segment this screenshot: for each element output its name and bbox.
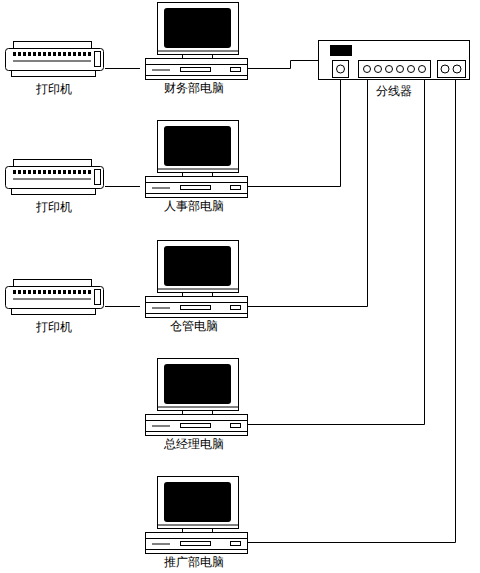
printer-icon [6, 280, 104, 315]
computer-node: 推广部电脑 [140, 474, 248, 570]
cable-line [105, 306, 140, 307]
node-label: 财务部电脑 [140, 81, 248, 95]
node-label: 打印机 [3, 82, 105, 96]
computer-icon [146, 477, 248, 554]
printer-node: 打印机 [3, 158, 105, 214]
cable-line [248, 80, 368, 307]
printer-node: 打印机 [3, 40, 105, 96]
node-label: 打印机 [3, 200, 105, 214]
printer-icon [6, 160, 104, 195]
computer-icon [146, 241, 248, 318]
printer-icon [6, 42, 104, 77]
node-label: 推广部电脑 [140, 555, 248, 569]
computer-node: 人事部电脑 [140, 118, 248, 214]
hub-node: 分线器 [318, 40, 470, 80]
computer-icon [146, 121, 248, 198]
node-label: 分线器 [318, 84, 470, 98]
cable-line [105, 186, 140, 187]
computer-node: 仓管电脑 [140, 238, 248, 334]
cable-line [248, 61, 318, 69]
node-label: 总经理电脑 [140, 437, 248, 451]
computer-icon [146, 359, 248, 436]
node-label: 人事部电脑 [140, 199, 248, 213]
printer-node: 打印机 [3, 278, 105, 334]
node-label: 打印机 [3, 320, 105, 334]
cable-line [248, 80, 425, 425]
node-label: 仓管电脑 [140, 319, 248, 333]
computer-node: 总经理电脑 [140, 356, 248, 452]
hub-icon [319, 41, 470, 80]
cable-line [105, 68, 140, 69]
cable-line [248, 80, 341, 187]
computer-node: 财务部电脑 [140, 0, 248, 96]
computer-icon [146, 3, 248, 80]
cable-line [248, 80, 456, 543]
